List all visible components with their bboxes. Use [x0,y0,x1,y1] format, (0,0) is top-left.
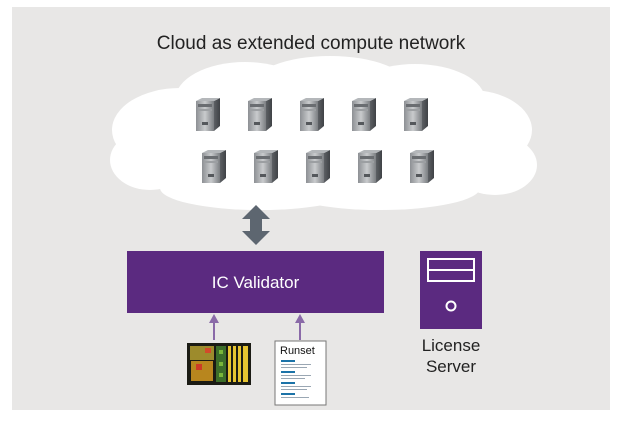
input-arrow-icon [209,314,219,340]
license-server-icon [420,251,482,329]
cloud-shape [110,56,537,210]
server-icon [196,98,220,131]
bidirectional-arrow-icon [242,205,270,245]
server-icon [358,150,382,183]
license-label-line2: Server [425,357,477,376]
server-icon [352,98,376,131]
server-icon [410,150,434,183]
server-icon [202,150,226,183]
ic-validator-block: IC Validator [127,251,384,313]
server-icon [306,150,330,183]
license-label-line1: License [421,336,481,355]
chip-layout-icon [187,343,251,385]
server-icon [254,150,278,183]
license-server-label: License Server [411,335,491,377]
runset-document-icon: Runset [274,340,327,406]
server-icon [248,98,272,131]
server-icon [404,98,428,131]
server-icon [300,98,324,131]
ic-validator-label: IC Validator [212,273,300,292]
input-arrow-icon [295,314,305,340]
runset-label: Runset [280,345,315,357]
diagram-title: Cloud as extended compute network [156,33,466,54]
